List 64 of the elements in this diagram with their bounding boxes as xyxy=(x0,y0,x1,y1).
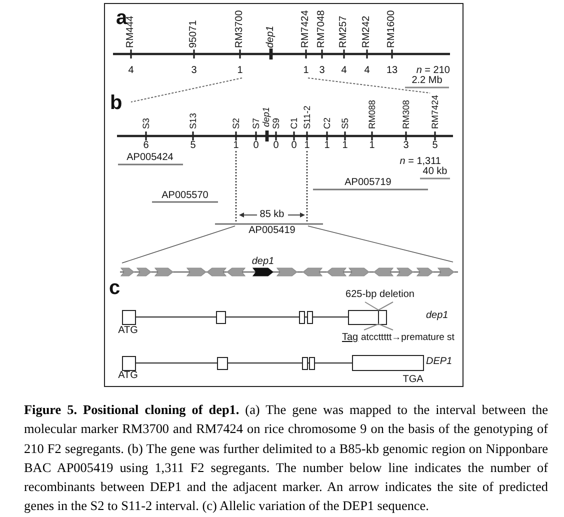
recombinant-count: 3 xyxy=(403,140,409,150)
deletion-label: 625-bp deletion xyxy=(346,290,414,300)
bac-clone-label: AP005419 xyxy=(248,226,296,236)
recombinant-count: 6 xyxy=(143,140,149,150)
marker-label: C2 xyxy=(322,117,332,129)
marker-label: RM088 xyxy=(368,100,376,129)
panel-letter: c xyxy=(109,278,120,298)
recombinant-count: 1 xyxy=(324,140,330,150)
codon-label: TGA xyxy=(402,375,424,385)
interval-length-label: 85 kb xyxy=(260,210,284,220)
recombinant-count: 0 xyxy=(273,140,279,150)
gene-label: dep1 xyxy=(252,257,274,267)
codon-label: ATG xyxy=(118,326,138,336)
recombinant-count: 3 xyxy=(319,66,325,76)
sample-size-label: n = 1,311 xyxy=(400,156,441,166)
recombinant-count: 5 xyxy=(432,140,438,150)
marker-label: dep1 xyxy=(266,26,276,48)
marker-label: dep1 xyxy=(262,106,270,127)
scale-label: 40 kb xyxy=(422,167,448,177)
recombinant-count: 0 xyxy=(253,140,259,150)
recombinant-count: 4 xyxy=(364,66,370,76)
gene-label: DEP1 xyxy=(426,357,452,367)
recombinant-count: 1 xyxy=(369,140,375,150)
recombinant-count: 1 xyxy=(342,140,348,150)
recombinant-count: 1 xyxy=(304,140,310,150)
sequence-label: atccttttt→premature st xyxy=(361,333,454,343)
panel-letter: b xyxy=(110,93,122,113)
marker-label: S7 xyxy=(252,118,260,129)
marker-label: S3 xyxy=(142,118,150,129)
gene-label: dep1 xyxy=(426,311,448,321)
recombinant-count: 3 xyxy=(191,66,197,76)
marker-label: RM7424 xyxy=(301,10,311,48)
recombinant-count: 13 xyxy=(386,66,398,76)
recombinant-count: 4 xyxy=(128,66,134,76)
recombinant-count: 1 xyxy=(303,66,309,76)
marker-label: RM242 xyxy=(362,16,372,48)
marker-label: S2 xyxy=(232,118,240,129)
scale-label: 2.2 Mb xyxy=(412,76,442,86)
figure-caption: Figure 5. Positional cloning of dep1. (a) The gene was mapped to the interval between the molecular marker RM3700 and RM7424 on rice chromosome 9 on the basis of the genotyping of 210 F2 segregants. (b) The gene was further delimited to a B85-kb genomic region on Nipponbare BAC AP005419 using 1,311 F2 segregants. The number below line indicates the number of recombinants between DEP1 and the adjacent marker. An arrow indicates the site of predicted genes in the S2 to S11-2 interval. (c) Allelic variation of the DEP1 sequence. xyxy=(24,401,548,516)
marker-label: RM7424 xyxy=(430,94,440,129)
codon-label: ATG xyxy=(118,371,138,381)
recombinant-count: 1 xyxy=(237,66,243,76)
recombinant-count: 5 xyxy=(190,140,196,150)
marker-label: RM1600 xyxy=(387,10,397,48)
marker-label: S13 xyxy=(188,112,198,129)
marker-label: RM308 xyxy=(402,100,410,129)
codon-label: Tag xyxy=(342,333,358,343)
marker-label: 95071 xyxy=(189,20,199,48)
marker-label: S9 xyxy=(272,118,280,129)
recombinant-count: 4 xyxy=(341,66,347,76)
bac-clone-label: AP005424 xyxy=(126,153,174,163)
marker-label: C1 xyxy=(290,117,298,129)
marker-label: S5 xyxy=(340,118,350,129)
marker-label: RM3700 xyxy=(235,10,245,48)
marker-label: RM257 xyxy=(339,16,349,48)
bac-clone-label: AP005570 xyxy=(162,191,208,201)
recombinant-count: 1 xyxy=(233,140,239,150)
sample-size-label: n = 210 xyxy=(416,66,450,76)
marker-label: RM7048 xyxy=(317,10,327,48)
marker-label: S11-2 xyxy=(302,106,312,129)
panel-letter: a xyxy=(116,8,128,28)
marker-label: RM444 xyxy=(126,16,136,48)
recombinant-count: 0 xyxy=(291,140,297,150)
bac-clone-label: AP005719 xyxy=(344,178,392,188)
